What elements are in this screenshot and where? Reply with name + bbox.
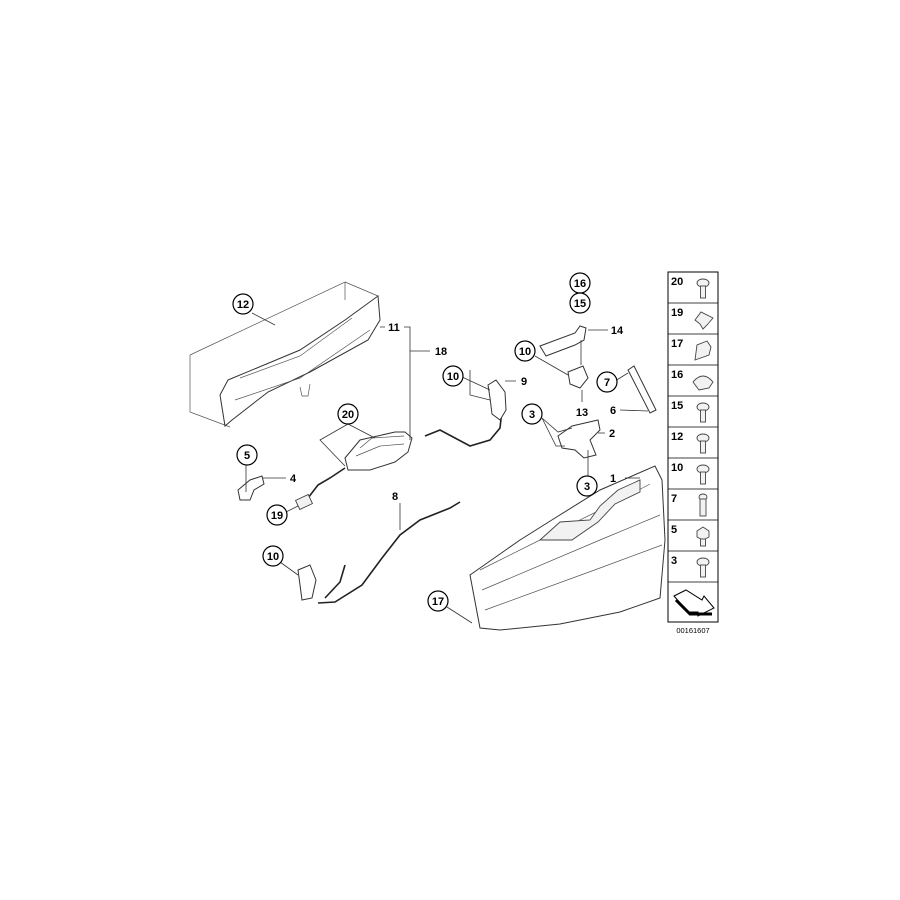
callout-circle bbox=[266, 504, 288, 526]
callout-circle bbox=[596, 371, 618, 393]
callout-circle bbox=[337, 403, 359, 425]
legend-number: 12 bbox=[671, 431, 683, 443]
legend-number: 20 bbox=[671, 276, 683, 288]
clip-nut-icon bbox=[694, 311, 714, 330]
part-number-label: 6 bbox=[610, 405, 616, 417]
callout-number: 12 bbox=[237, 299, 249, 311]
callout-number: 3 bbox=[529, 409, 535, 421]
trim-panel-part bbox=[469, 465, 666, 631]
legend-item-12: 12 bbox=[668, 431, 718, 459]
callout-circle bbox=[427, 590, 449, 612]
cable-lower bbox=[297, 501, 461, 604]
part-number-label: 2 bbox=[609, 428, 615, 440]
screw-icon bbox=[696, 464, 710, 485]
part-number-label: 14 bbox=[611, 325, 624, 337]
legend-number: 3 bbox=[671, 555, 677, 567]
callout-handle-cap: 16 bbox=[569, 272, 591, 294]
legend-number: 15 bbox=[671, 400, 683, 412]
callout-number: 10 bbox=[267, 551, 279, 563]
legend-item-17: 17 bbox=[668, 338, 718, 366]
part-number-label: 9 bbox=[521, 376, 527, 388]
callout-trim-panel-clip: 17 bbox=[427, 590, 449, 612]
callout-handle-bracket-screw: 10 bbox=[514, 340, 536, 362]
part-number-label: 4 bbox=[290, 473, 297, 485]
screw-icon bbox=[696, 433, 710, 454]
legend-number: 5 bbox=[671, 524, 677, 536]
callout-circle bbox=[236, 444, 258, 466]
callout-number: 10 bbox=[447, 371, 459, 383]
hex-bolt-icon bbox=[696, 526, 710, 547]
legend-number: 10 bbox=[671, 462, 683, 474]
legend-number: 7 bbox=[671, 493, 677, 505]
cable-upper bbox=[424, 379, 507, 447]
callout-number: 16 bbox=[574, 278, 586, 290]
legend-number: 16 bbox=[671, 369, 683, 381]
screw-icon bbox=[696, 278, 710, 299]
legend-item-20: 20 bbox=[668, 276, 718, 304]
lock-actuator-part bbox=[294, 431, 413, 511]
screw-icon bbox=[696, 402, 710, 423]
callout-hinge-screw-lower: 3 bbox=[576, 475, 598, 497]
legend-item-19: 19 bbox=[668, 307, 718, 335]
bracket-part-4 bbox=[237, 475, 265, 501]
hinge-part bbox=[557, 419, 601, 459]
legend-number: 17 bbox=[671, 338, 683, 350]
fastener-legend: 20 19 17 16 15 12 10 7 5 3 bbox=[667, 271, 719, 623]
clip-icon bbox=[694, 340, 712, 361]
callout-number: 17 bbox=[432, 596, 444, 608]
part-number-label: 13 bbox=[576, 407, 588, 419]
bolt-icon bbox=[698, 493, 708, 517]
callout-number: 5 bbox=[244, 450, 250, 462]
legend-item-16: 16 bbox=[668, 369, 718, 397]
cap-icon bbox=[692, 375, 714, 391]
legend-item-3: 3 bbox=[668, 555, 718, 583]
part-number-label: 11 bbox=[388, 322, 400, 334]
callout-number: 7 bbox=[604, 377, 610, 389]
callout-number: 10 bbox=[519, 346, 531, 358]
part-number-label: 1 bbox=[610, 473, 616, 485]
handle-part bbox=[539, 325, 589, 389]
callout-number: 15 bbox=[574, 298, 586, 310]
callout-lock-actuator-screw: 20 bbox=[337, 403, 359, 425]
callout-lower-lock-screw: 10 bbox=[262, 545, 284, 567]
leader-lines bbox=[245, 312, 649, 624]
image-code: 00161607 bbox=[676, 626, 709, 635]
bracket-tray-part bbox=[189, 281, 381, 428]
callout-number: 19 bbox=[271, 510, 283, 522]
screw-icon bbox=[696, 557, 710, 578]
callout-circle bbox=[442, 365, 464, 387]
gas-strut-part bbox=[627, 365, 657, 414]
callout-hinge-screw-upper: 3 bbox=[521, 403, 543, 425]
legend-item-15: 15 bbox=[668, 400, 718, 428]
legend-item-10: 10 bbox=[668, 462, 718, 490]
callout-circle bbox=[576, 475, 598, 497]
callout-circle bbox=[521, 403, 543, 425]
direction-arrow-icon bbox=[673, 589, 715, 617]
legend-number: 19 bbox=[671, 307, 683, 319]
part-number-label: 18 bbox=[435, 346, 447, 358]
callout-circle bbox=[514, 340, 536, 362]
callout-number: 3 bbox=[584, 481, 590, 493]
callout-number: 20 bbox=[342, 409, 354, 421]
callout-strut-bolt: 7 bbox=[596, 371, 618, 393]
callout-circle bbox=[232, 293, 254, 315]
callout-circle bbox=[569, 292, 591, 314]
labels-layer: 11 18 9 4 8 14 13 6 2 1 bbox=[290, 322, 624, 503]
callout-bracket-screw: 5 bbox=[236, 444, 258, 466]
callout-circle bbox=[262, 545, 284, 567]
callout-upper-lock-screw: 10 bbox=[442, 365, 464, 387]
legend-item-5: 5 bbox=[668, 524, 718, 552]
callout-connector-clip: 19 bbox=[266, 504, 288, 526]
callout-handle-screw: 15 bbox=[569, 292, 591, 314]
part-number-label: 8 bbox=[392, 491, 398, 503]
callout-bracket-tray: 12 bbox=[232, 293, 254, 315]
legend-item-7: 7 bbox=[668, 493, 718, 521]
